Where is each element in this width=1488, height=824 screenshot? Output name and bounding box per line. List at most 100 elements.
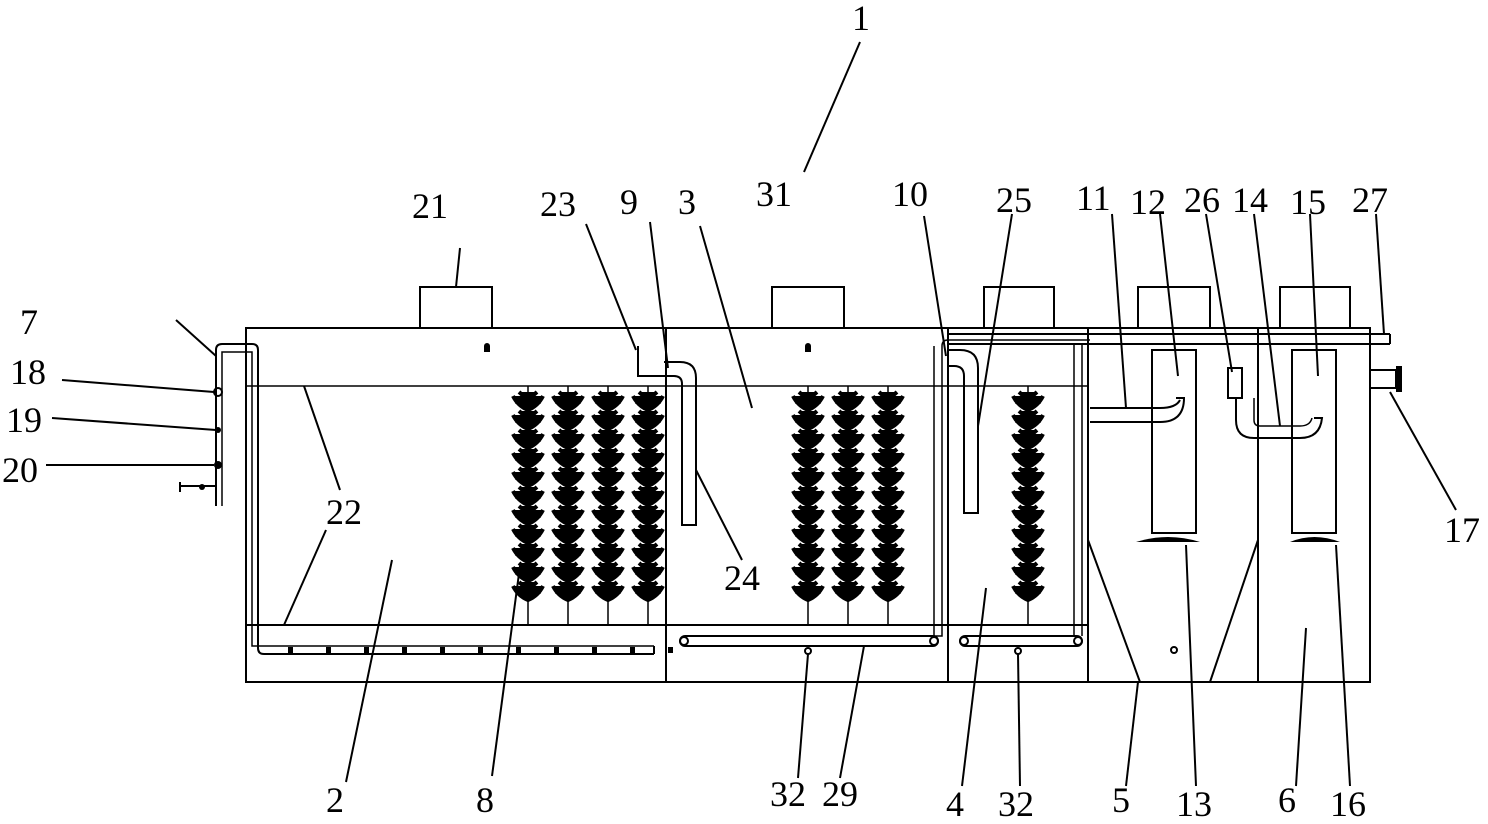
media-tuft xyxy=(551,580,585,603)
leader-14 xyxy=(1253,213,1281,427)
aeration-hole xyxy=(326,647,331,653)
aeration-hole xyxy=(516,647,521,653)
aeration-pipe-29 xyxy=(679,635,939,647)
drain-5 xyxy=(1170,646,1178,654)
media-tuft xyxy=(871,447,905,470)
media-column xyxy=(591,386,625,625)
media-column xyxy=(631,386,665,625)
media-tuft xyxy=(631,523,665,546)
aeration-hole xyxy=(668,647,673,653)
media-tuft xyxy=(1011,409,1045,432)
media-tuft xyxy=(551,542,585,565)
aeration-hole xyxy=(402,647,407,653)
aeration-hole xyxy=(478,647,483,653)
leader-26 xyxy=(1205,213,1233,373)
media-tuft xyxy=(871,409,905,432)
label-9: 9 xyxy=(620,182,638,222)
label-31: 31 xyxy=(756,174,792,214)
valve-19 xyxy=(215,427,221,433)
media-tuft xyxy=(631,485,665,508)
riser-pipe-chamber-4 xyxy=(1073,344,1083,636)
leader-10 xyxy=(923,215,947,357)
leader-13 xyxy=(1185,544,1197,787)
media-tuft xyxy=(551,390,585,413)
settling-chambers xyxy=(1087,349,1402,683)
manhole-cover-31 xyxy=(771,286,845,329)
leader-lines xyxy=(46,41,1457,787)
leader-23 xyxy=(585,223,637,351)
leader-29 xyxy=(839,645,865,779)
media-tuft xyxy=(631,447,665,470)
media-column xyxy=(1011,386,1045,625)
media-tuft xyxy=(591,542,625,565)
media-tuft xyxy=(1011,542,1045,565)
label-32b: 32 xyxy=(998,784,1034,824)
aeration-pipe-chamber-4-end-right xyxy=(1073,636,1083,646)
media-column xyxy=(791,386,825,625)
media-tuft xyxy=(591,485,625,508)
media-tuft xyxy=(631,390,665,413)
leader-9 xyxy=(649,221,669,369)
aeration-pipe-29-end-right xyxy=(929,636,939,646)
media-tuft xyxy=(591,390,625,413)
pipe-10 xyxy=(933,339,1090,637)
leader-19 xyxy=(51,417,217,431)
media-tuft xyxy=(511,485,545,508)
leader-16 xyxy=(1335,544,1351,787)
leader-2 xyxy=(345,559,393,783)
media-tuft xyxy=(1011,561,1045,584)
media-tuft xyxy=(511,428,545,451)
manhole-cover-21 xyxy=(419,286,493,329)
aerator-32b xyxy=(1014,647,1022,655)
label-20: 20 xyxy=(2,450,38,490)
media-tuft xyxy=(871,504,905,527)
leader-3 xyxy=(699,225,753,409)
media-tuft xyxy=(591,561,625,584)
media-tuft xyxy=(511,447,545,470)
media-tuft xyxy=(831,409,865,432)
aeration-hole xyxy=(364,647,369,653)
media-tuft xyxy=(871,390,905,413)
label-23: 23 xyxy=(540,184,576,224)
label-12: 12 xyxy=(1130,182,1166,222)
label-22: 22 xyxy=(326,492,362,532)
pipe-11-lower xyxy=(1090,397,1186,423)
label-32a: 32 xyxy=(770,774,806,814)
leader-1 xyxy=(803,41,861,173)
transfer-pipe-10 xyxy=(933,333,1391,637)
label-25: 25 xyxy=(996,180,1032,220)
leader-22b xyxy=(283,529,327,626)
media-tuft xyxy=(631,428,665,451)
media-tuft xyxy=(791,542,825,565)
media-tuft xyxy=(591,409,625,432)
valve-20 xyxy=(214,461,222,469)
media-column xyxy=(831,386,865,625)
label-29: 29 xyxy=(822,774,858,814)
media-tuft xyxy=(1011,580,1045,603)
label-3: 3 xyxy=(678,182,696,222)
media-tuft xyxy=(791,504,825,527)
media-tuft xyxy=(551,561,585,584)
media-tuft xyxy=(1011,504,1045,527)
media-tuft xyxy=(511,580,545,603)
media-tuft xyxy=(831,580,865,603)
leader-25 xyxy=(977,213,1013,427)
manhole-cover-12 xyxy=(1137,286,1211,329)
label-8: 8 xyxy=(476,780,494,820)
aeration-hole xyxy=(592,647,597,653)
label-26: 26 xyxy=(1184,180,1220,220)
media-tuft xyxy=(871,523,905,546)
leader-8 xyxy=(491,565,521,777)
leader-17 xyxy=(1389,391,1457,511)
leader-21 xyxy=(455,247,461,288)
media-tuft xyxy=(591,523,625,546)
vent-marker-1 xyxy=(484,343,490,352)
media-tuft xyxy=(551,485,585,508)
label-7: 7 xyxy=(20,302,38,342)
aerator-32a xyxy=(804,647,812,655)
label-13: 13 xyxy=(1176,784,1212,824)
media-tuft xyxy=(591,447,625,470)
media-tuft xyxy=(791,409,825,432)
label-24: 24 xyxy=(724,558,760,598)
media-tuft xyxy=(831,466,865,489)
